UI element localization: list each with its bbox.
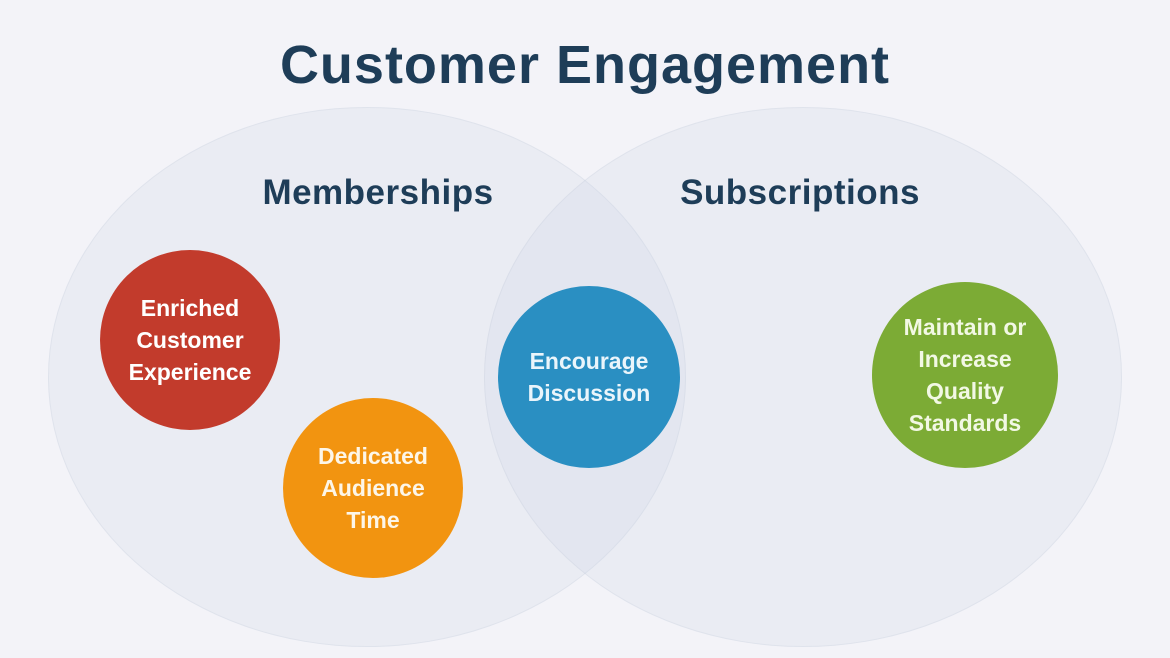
page-title: Customer Engagement — [279, 35, 891, 95]
node-encourage-discussion: Encourage Discussion — [498, 286, 680, 468]
memberships-set-label: Memberships — [262, 173, 494, 212]
node-dedicated-audience-time: Dedicated Audience Time — [283, 398, 463, 578]
subscriptions-set-label: Subscriptions — [680, 173, 920, 212]
node-maintain-or-increase-quality-standards: Maintain or Increase Quality Standards — [872, 282, 1058, 468]
node-enriched-customer-experience: Enriched Customer Experience — [100, 250, 280, 430]
